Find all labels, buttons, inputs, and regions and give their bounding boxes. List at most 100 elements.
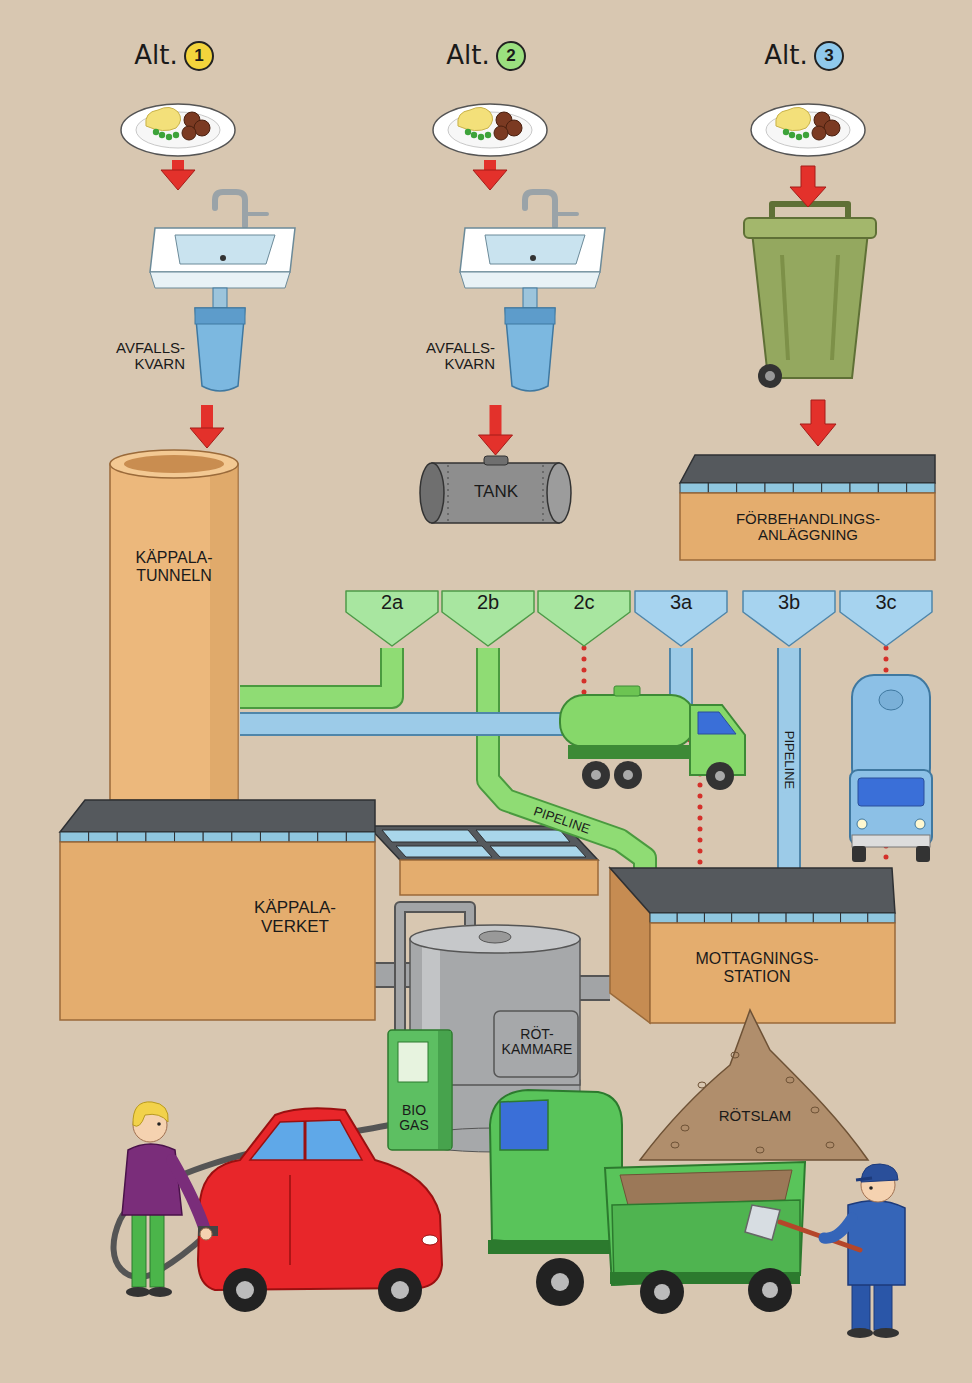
alt-number: 1 [184, 41, 214, 71]
sludge-pipe-outline [580, 975, 610, 1001]
treatment-plant-shape-part [289, 832, 318, 842]
pretreatment-plant-shape-part [708, 483, 736, 493]
tanker-truck-part [715, 771, 725, 781]
dump-truck-part [748, 1268, 792, 1312]
woman-part [126, 1287, 150, 1297]
grinder-label: AVFALLS- KVARN [95, 330, 185, 382]
tanker-truck-part [560, 695, 695, 747]
plate-alternative-shape-part [494, 126, 508, 140]
tank-label: TANK [460, 475, 532, 509]
plate-alternative-shape-part [121, 104, 235, 156]
sink-grinder-shape-part [460, 272, 600, 288]
woman-part [148, 1287, 172, 1297]
pipe-label: PIPELINE [782, 728, 797, 793]
waste-bin-part [758, 364, 782, 388]
dump-truck-part [605, 1162, 805, 1285]
waste-bin-part [782, 255, 788, 360]
sludge-pile: RÖTSLAM [640, 1010, 868, 1160]
sludge-pile-shape [640, 1010, 868, 1160]
sink-grinder-shape-part [558, 212, 577, 216]
tunnel-shaft-shape-part [124, 455, 224, 473]
plate-alternative-shape-part [465, 129, 471, 135]
sink-grinder-shape [405, 190, 615, 405]
storage-tank: TANK [418, 455, 573, 527]
sink-grinder-shape-part [505, 308, 555, 391]
dump-truck-part [500, 1100, 548, 1150]
pretreatment-plant-shape-part [822, 483, 850, 493]
dump-truck-part [536, 1258, 584, 1306]
treatment-basins [368, 826, 598, 895]
receiving-station-shape-part [813, 913, 840, 923]
route-arrow: 3a [633, 590, 729, 648]
sludge-pile-shape-part [681, 1125, 689, 1131]
tanker-truck-part [614, 686, 640, 696]
flow-arrow [490, 405, 502, 438]
sink-grinder-shape-part [195, 308, 245, 324]
alt-number: 2 [496, 41, 526, 71]
woman-part [157, 1122, 161, 1126]
plate-alternative-shape-part [812, 126, 826, 140]
dump-truck-part [654, 1284, 670, 1300]
plate-alternative-shape-part [458, 107, 493, 130]
plate-alternative-shape-part [478, 134, 484, 140]
flow-arrow [201, 405, 213, 431]
biogas-pump-shape-part [388, 1030, 452, 1150]
arrow-head [479, 435, 513, 455]
sludge-pile-shape-part [811, 1107, 819, 1113]
car-part [378, 1268, 422, 1312]
digester-label: RÖT- KAMMARE [498, 1015, 576, 1069]
pipeline [779, 648, 799, 868]
route-label: 3c [842, 590, 930, 614]
grinder-label: AVFALLS- KVARN [405, 330, 495, 382]
waste-bin [744, 204, 876, 388]
plate-alternative-shape-part [803, 132, 809, 138]
route-arrow: 2a [344, 590, 440, 648]
route-arrow-shape-part [743, 591, 835, 646]
dump-truck-part [551, 1273, 569, 1291]
pretreatment-plant-shape-part [680, 493, 935, 560]
plate-alternative-shape-part [783, 129, 789, 135]
dump-truck-part [620, 1170, 792, 1205]
woman-part [200, 1228, 212, 1240]
treatment-plant-shape-part [260, 832, 289, 842]
plate-alternative: Alt.3 [748, 38, 868, 160]
pipeline-outline [777, 648, 801, 868]
treatment-plant: KÄPPALA- VERKET [60, 800, 375, 1020]
waste-bin-part [752, 232, 868, 378]
receiving-station-shape-part [759, 913, 786, 923]
tanker-truck-front [850, 675, 932, 862]
sink-grinder-shape-part [215, 192, 245, 226]
receiving-station-shape [610, 868, 895, 1023]
receiving-station: MOTTAGNINGS- STATION [610, 868, 895, 1023]
plate-alternative-shape-part [796, 134, 802, 140]
route-arrow-shape-part [538, 591, 630, 646]
car-part [304, 1121, 307, 1160]
alt-number: 3 [814, 41, 844, 71]
pretreatment-plant-shape-part [793, 483, 821, 493]
tunnel-shaft-shape-part [110, 464, 238, 800]
dump-truck-part [490, 1090, 622, 1250]
treatment-basins-part [400, 860, 598, 895]
treatment-basins-part [382, 830, 478, 842]
tanker-truck-front-part [852, 835, 930, 847]
plate-alternative-shape-part [166, 134, 172, 140]
tanker-truck-front-part [879, 690, 903, 710]
pump-label: BIO GAS [392, 1092, 436, 1144]
sewer-pipe-group [240, 648, 392, 697]
tanker-truck-front-part [857, 819, 867, 829]
sink-grinder-shape-part [530, 255, 536, 261]
biogas-pump: BIO GAS [388, 1030, 452, 1150]
worker-part [856, 1178, 872, 1180]
worker-part [824, 1218, 852, 1238]
plate-alternative-shape-part [182, 126, 196, 140]
plate-alternative-shape-part [153, 129, 159, 135]
woman-part [172, 1160, 205, 1230]
tunnel-shaft-shape-part [210, 464, 238, 800]
worker-part [847, 1328, 873, 1338]
worker-part [852, 1280, 870, 1330]
route-arrow: 3c [838, 590, 934, 648]
receiving-station-shape-part [650, 913, 677, 923]
plate-alternative-shape-part [433, 104, 547, 156]
waste-bin-part [744, 218, 876, 238]
